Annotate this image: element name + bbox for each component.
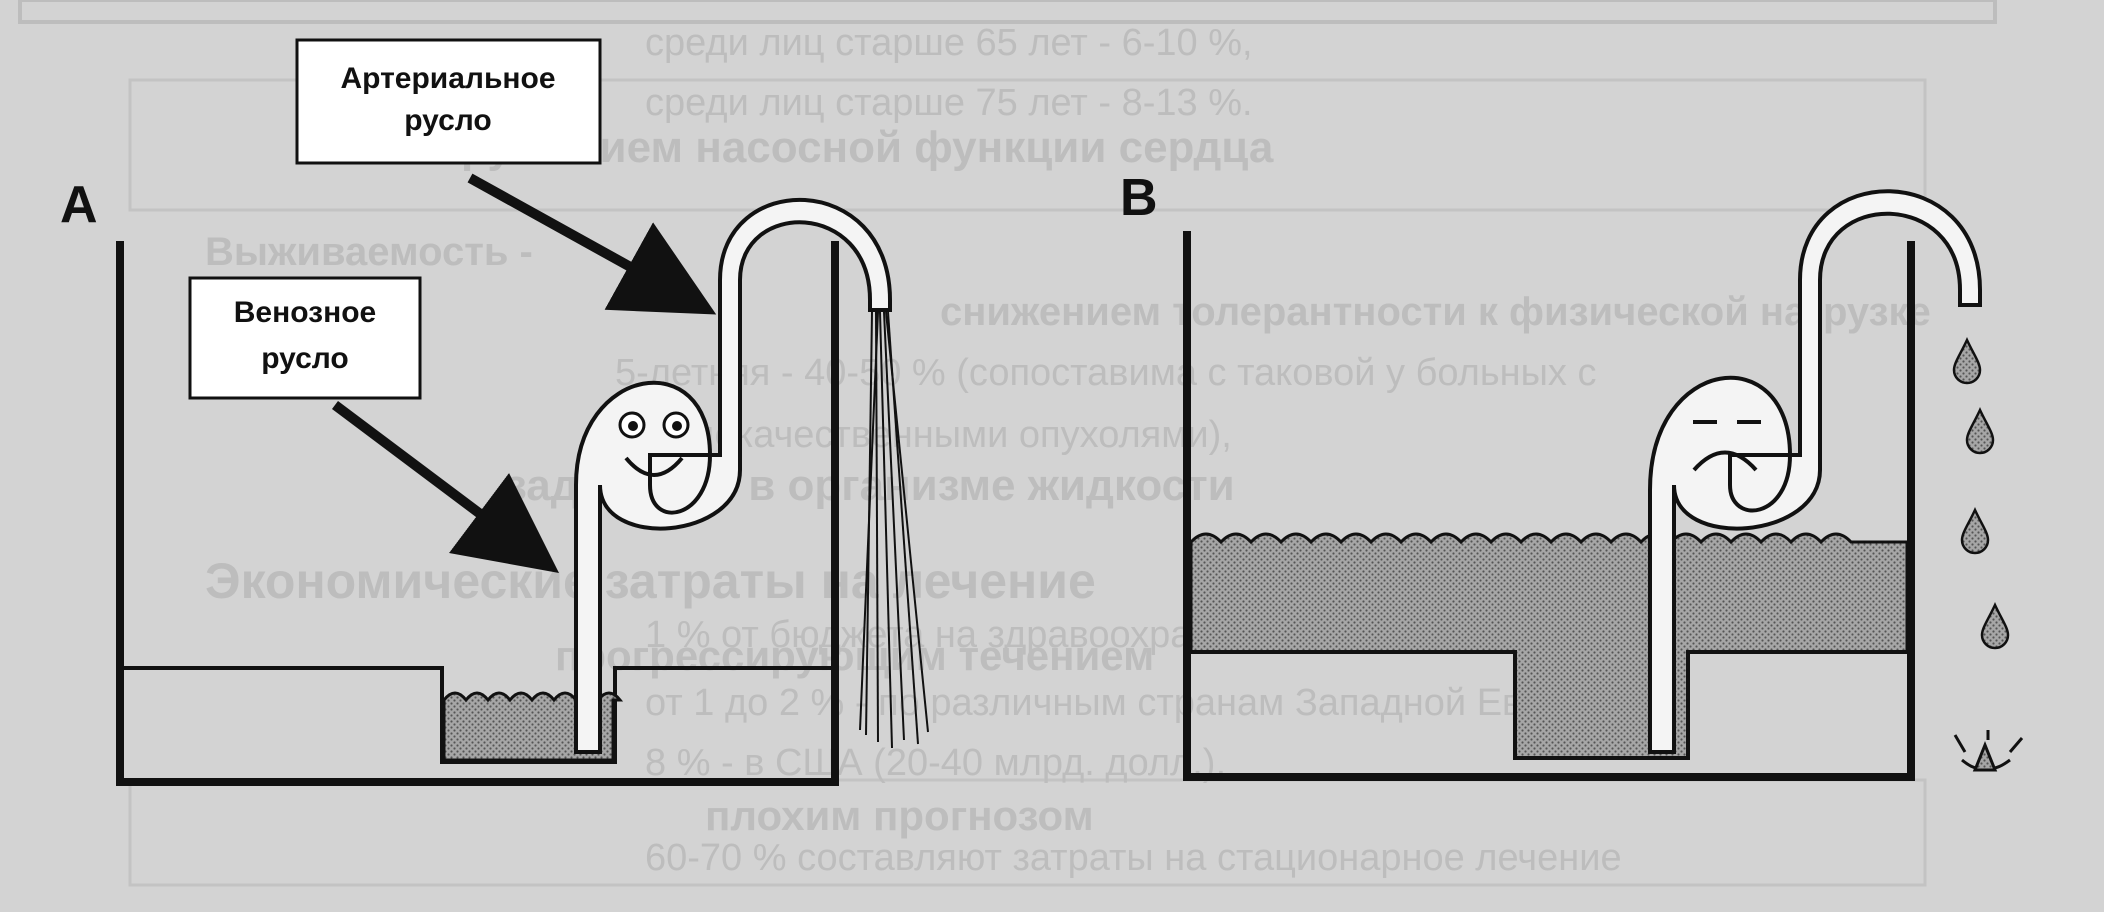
show-through-line-14: плохим прогнозом	[705, 792, 1094, 839]
show-through-frame-top	[18, 0, 1997, 24]
show-through-line-9: Экономические затраты на лечение	[205, 553, 1096, 609]
venous-label-line2: русло	[261, 342, 349, 375]
panel-a-left-pupil	[628, 421, 638, 431]
arterial-label-box	[295, 38, 602, 165]
show-through-frame-1	[128, 78, 1927, 212]
show-through-line-1: среди лиц старше 65 лет - 6-10 %,	[645, 22, 1253, 64]
venous-label-box	[188, 276, 422, 400]
arterial-label-line2: русло	[404, 104, 492, 137]
arterial-arrow	[467, 173, 717, 315]
show-through-line-5: снижением толерантности к физической наг…	[940, 290, 1931, 334]
panel-b-congested-liquid	[1189, 532, 1909, 760]
drop-icon	[1965, 407, 1995, 455]
panel-a-heart-tube	[574, 197, 892, 754]
arterial-label-line1: Артериальное	[340, 62, 555, 95]
panel-b: B	[1120, 169, 2024, 781]
venous-label-line1: Венозное	[234, 296, 376, 329]
panel-b-step-outline	[1191, 650, 1907, 760]
show-through-line-4: Выживаемость -	[205, 230, 533, 274]
panel-a-smile-icon	[624, 456, 684, 477]
panel-b-drops	[1952, 337, 2010, 650]
show-through-line-11: прогрессирующим течением	[555, 632, 1154, 679]
show-through-line-12: от 1 до 2 % - по различным странам Запад…	[645, 682, 1623, 724]
panel-b-letter: B	[1120, 169, 1158, 227]
show-through-text: среди лиц старше 65 лет - 6-10 %, среди …	[18, 0, 1997, 887]
show-through-line-6: 5-летняя - 40-50 % (сопоставима с таково…	[615, 352, 1597, 394]
venous-arrow	[332, 401, 559, 573]
show-through-line-7: злокачественными опухолями),	[675, 414, 1232, 456]
panel-b-vessel	[1183, 231, 1915, 781]
show-through-line-13: 8 % - в США (20-40 млрд. долл.),	[645, 742, 1226, 784]
panel-b-heart-tube	[1648, 189, 1982, 754]
drop-icon	[1980, 602, 2010, 650]
panel-b-frown-icon	[1692, 450, 1758, 472]
panel-a-strong-jet	[859, 311, 929, 749]
panel-a-step-outline	[124, 666, 831, 764]
panel-a-vessel	[116, 241, 839, 786]
show-through-line-15: 60-70 % составляют затраты на стационарн…	[645, 837, 1622, 879]
show-through-line-2: среди лиц старше 75 лет - 8-13 %.	[645, 82, 1253, 124]
show-through-frame-2	[128, 778, 1927, 887]
splash-icon	[1953, 730, 2024, 772]
panel-a-right-pupil	[672, 421, 682, 431]
drop-icon	[1960, 507, 1990, 555]
panel-a: A Артериальное русло Венозное	[60, 38, 929, 786]
panel-a-letter: A	[60, 176, 98, 234]
drop-icon	[1952, 337, 1982, 385]
